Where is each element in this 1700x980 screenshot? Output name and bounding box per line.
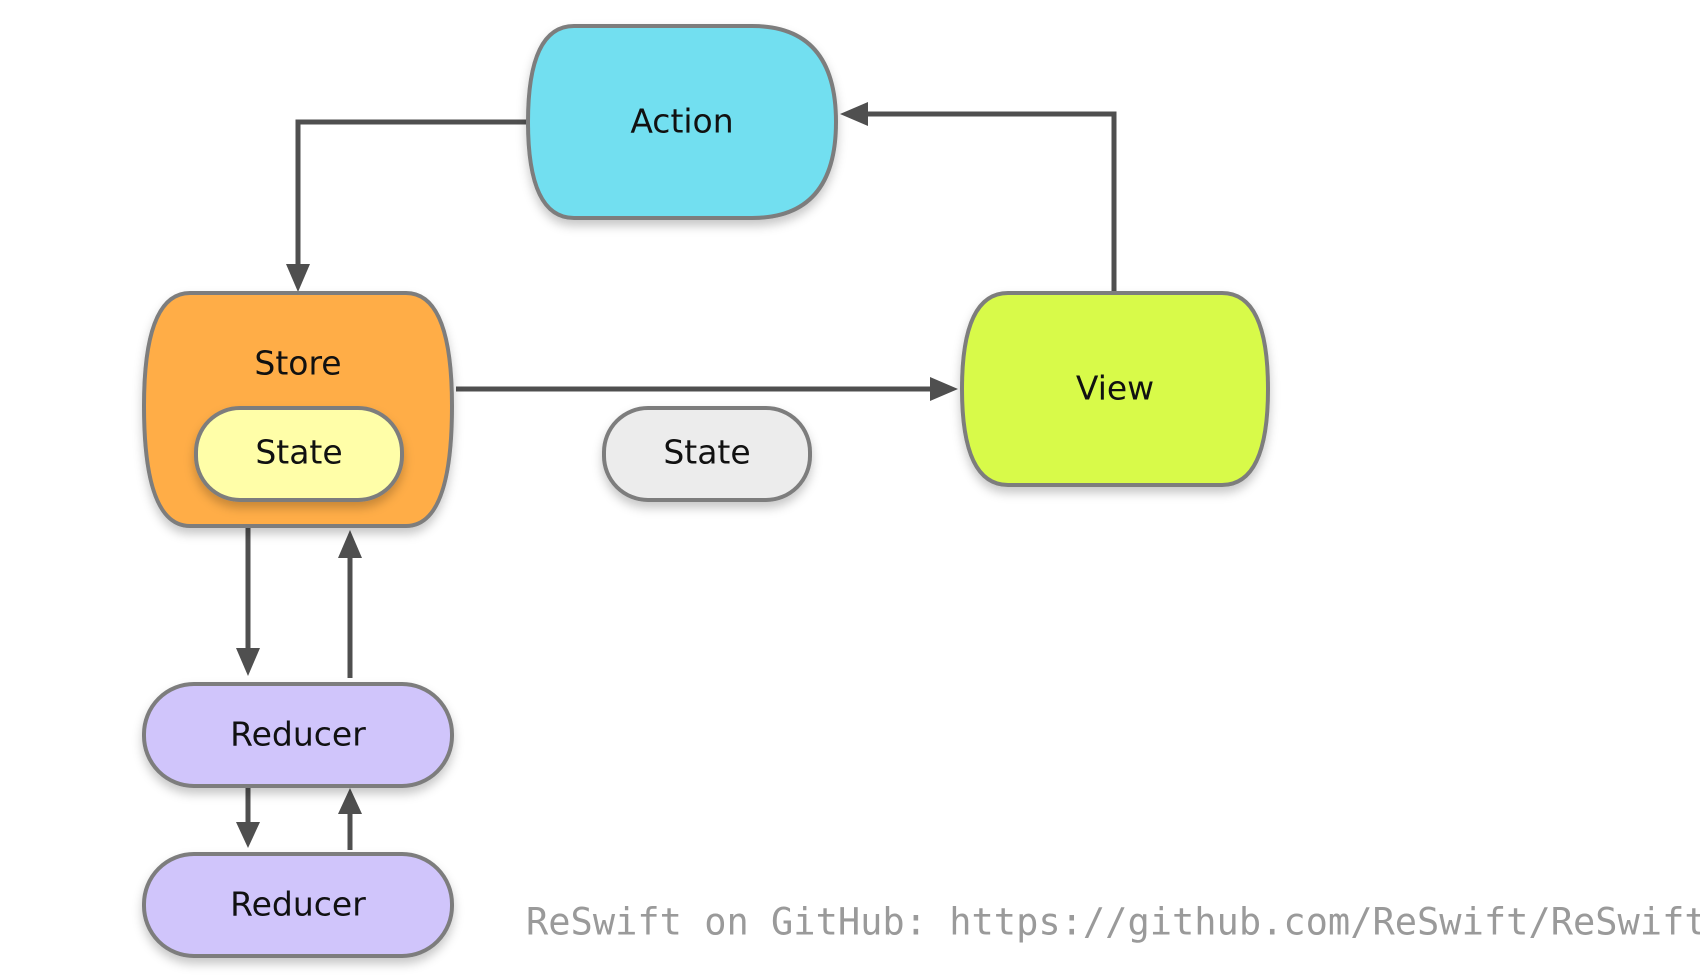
reducer-to-store-arrowhead — [338, 530, 362, 558]
state-payload-label: State — [663, 433, 750, 472]
store-label: Store — [254, 344, 341, 383]
state-payload-node: State — [602, 406, 812, 502]
action-to-store-arrow — [295, 119, 530, 270]
store-to-reducer-arrowhead — [236, 648, 260, 676]
view-to-action-arrowhead — [840, 102, 868, 126]
subreducer-to-reducer-arrowhead — [338, 788, 362, 814]
reducer-node-secondary: Reducer — [142, 852, 454, 958]
reducer-shape-primary — [142, 682, 454, 788]
reducer-node-primary: Reducer — [142, 682, 454, 788]
view-shape — [959, 291, 1271, 487]
connector-arrows — [236, 102, 1117, 850]
store-state-shape — [194, 406, 404, 502]
action-node: Action — [525, 24, 839, 220]
view-node: View — [959, 291, 1271, 487]
action-label: Action — [630, 102, 733, 141]
reducer-shape-secondary — [142, 852, 454, 958]
store-state-label: State — [255, 433, 342, 472]
action-shape — [525, 24, 839, 220]
view-to-action-arrow — [862, 111, 1117, 292]
reswift-github-caption: ReSwift on GitHub: https://github.com/Re… — [526, 901, 1700, 944]
store-to-view-arrowhead — [930, 377, 958, 401]
action-to-store-arrowhead — [286, 264, 310, 292]
state-payload-shape — [602, 406, 812, 502]
reducer-label-primary: Reducer — [230, 715, 366, 754]
view-label: View — [1076, 369, 1154, 408]
reducer-to-subreducer-arrowhead — [236, 822, 260, 848]
store-node: Store State — [141, 291, 455, 528]
reducer-label-secondary: Reducer — [230, 885, 366, 924]
